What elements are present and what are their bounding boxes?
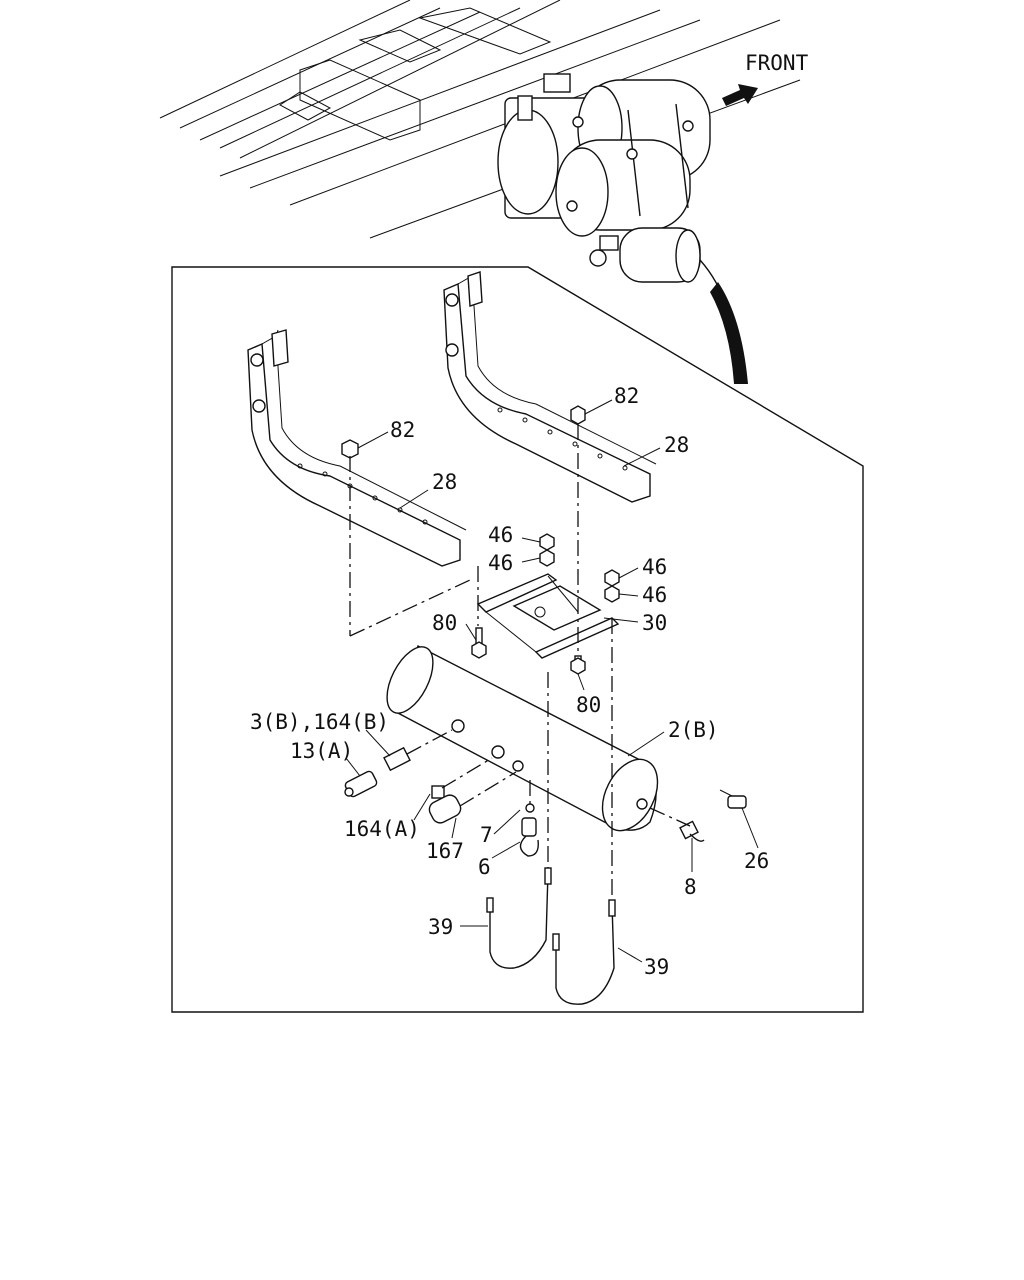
nut-82-left <box>341 439 359 459</box>
bolt-80-left <box>471 627 487 659</box>
air-tank-2b <box>386 645 659 832</box>
fitting-3b-164b <box>383 746 411 772</box>
mounting-plate-30 <box>476 573 620 659</box>
callout-46-b: 46 <box>488 551 513 575</box>
callout-164a: 164(A) <box>344 817 420 841</box>
callout-82-right: 82 <box>614 384 639 408</box>
front-label: FRONT <box>745 51 809 75</box>
nut-46-a <box>539 533 555 551</box>
callout-26: 26 <box>744 849 769 873</box>
callout-7: 7 <box>480 823 493 847</box>
drain-valve-7-6 <box>519 803 539 857</box>
callout-46-a: 46 <box>488 523 513 547</box>
callout-28-right: 28 <box>664 433 689 457</box>
valve-8 <box>679 820 705 842</box>
air-tank-assembly-overview <box>497 73 711 283</box>
callout-80-left: 80 <box>432 611 457 635</box>
assembly-lines <box>349 424 691 900</box>
callout-82-left: 82 <box>390 418 415 442</box>
fitting-26 <box>727 795 747 809</box>
u-bolt-39-right <box>552 899 616 1005</box>
callout-39-left: 39 <box>428 915 453 939</box>
sensor-167 <box>428 794 462 824</box>
fitting-164a <box>431 785 445 799</box>
callout-80-right: 80 <box>576 693 601 717</box>
front-arrow-icon <box>722 84 758 106</box>
bolt-80-right <box>570 655 586 675</box>
callout-labels: 82 28 82 28 46 46 46 46 30 80 80 3(B),16… <box>250 384 769 979</box>
callout-2b: 2(B) <box>668 718 719 742</box>
callout-8: 8 <box>684 875 697 899</box>
detail-frame <box>171 266 864 1013</box>
fitting-13a <box>344 770 378 798</box>
detail-pointer-arrow <box>699 259 748 384</box>
nut-82-right <box>570 405 586 425</box>
callout-167: 167 <box>426 839 464 863</box>
callout-13a: 13(A) <box>290 739 353 763</box>
callout-46-d: 46 <box>642 583 667 607</box>
callout-3b-164b: 3(B),164(B) <box>250 710 389 734</box>
leader-lines <box>345 399 759 963</box>
front-direction-indicator: FRONT <box>722 51 809 106</box>
nut-46-d <box>604 585 620 603</box>
nut-46-c <box>604 569 620 587</box>
nut-46-b <box>539 549 555 567</box>
callout-46-c: 46 <box>642 555 667 579</box>
bracket-28-left <box>247 329 467 567</box>
u-bolt-39-left <box>486 867 552 969</box>
callout-39-right: 39 <box>644 955 669 979</box>
callout-28-left: 28 <box>432 470 457 494</box>
callout-6: 6 <box>478 855 491 879</box>
bracket-28-right <box>443 271 657 503</box>
callout-30: 30 <box>642 611 667 635</box>
